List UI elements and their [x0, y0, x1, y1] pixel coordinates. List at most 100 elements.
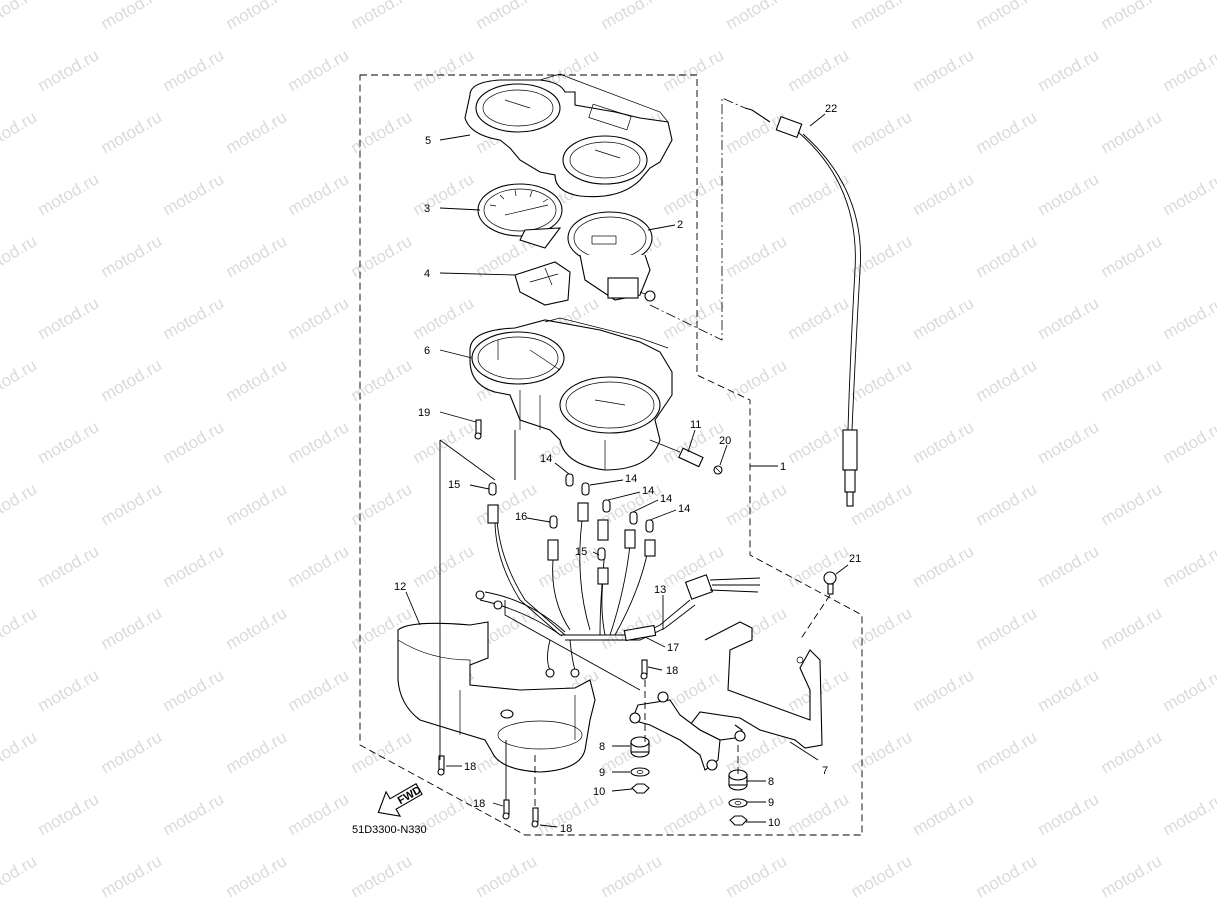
watermark-text: motod.ru: [1160, 45, 1217, 95]
watermark-text: motod.ru: [848, 231, 916, 281]
watermark-text: motod.ru: [348, 727, 416, 777]
watermark-text: motod.ru: [0, 107, 40, 157]
watermark-text: motod.ru: [0, 355, 40, 405]
callout-c4: 4: [424, 268, 430, 280]
watermark-text: motod.ru: [910, 541, 978, 591]
callout-c14d: 14: [660, 493, 672, 505]
watermark-text: motod.ru: [0, 231, 40, 281]
watermark-text: motod.ru: [160, 789, 228, 839]
watermark-text: motod.ru: [1098, 355, 1166, 405]
callout-c22: 22: [825, 103, 837, 115]
watermark-text: motod.ru: [285, 789, 353, 839]
watermark-text: motod.ru: [910, 293, 978, 343]
watermark-text: motod.ru: [98, 851, 166, 901]
watermark-text: motod.ru: [35, 169, 103, 219]
watermark-text: motod.ru: [410, 45, 478, 95]
watermark-text: motod.ru: [348, 0, 416, 33]
watermark-text: motod.ru: [1160, 417, 1217, 467]
watermark-text: motod.ru: [1098, 479, 1166, 529]
watermark-text: motod.ru: [848, 107, 916, 157]
watermark-text: motod.ru: [1035, 789, 1103, 839]
watermark-text: motod.ru: [973, 479, 1041, 529]
watermark-text: motod.ru: [160, 169, 228, 219]
watermark-text: motod.ru: [723, 355, 791, 405]
watermark-text: motod.ru: [973, 603, 1041, 653]
watermark-text: motod.ru: [1160, 293, 1217, 343]
watermark-text: motod.ru: [98, 0, 166, 33]
callout-c5: 5: [425, 135, 431, 147]
callout-c14c: 14: [642, 485, 654, 497]
watermark-text: motod.ru: [0, 727, 40, 777]
watermark-text: motod.ru: [598, 0, 666, 33]
watermark-text: motod.ru: [660, 169, 728, 219]
watermark-text: motod.ru: [223, 355, 291, 405]
callout-c16: 16: [515, 511, 527, 523]
watermark-text: motod.ru: [348, 479, 416, 529]
callout-c9b: 9: [768, 797, 774, 809]
watermark-text: motod.ru: [785, 45, 853, 95]
watermark-text: motod.ru: [785, 541, 853, 591]
watermark-text: motod.ru: [98, 479, 166, 529]
watermark-text: motod.ru: [98, 231, 166, 281]
watermark-text: motod.ru: [723, 231, 791, 281]
watermark-text: motod.ru: [35, 293, 103, 343]
callout-c8a: 8: [599, 741, 605, 753]
watermark-text: motod.ru: [723, 851, 791, 901]
callout-c6: 6: [424, 345, 430, 357]
watermark-text: motod.ru: [1035, 417, 1103, 467]
watermark-text: motod.ru: [973, 107, 1041, 157]
watermark-text: motod.ru: [410, 169, 478, 219]
watermark-text: motod.ru: [223, 851, 291, 901]
callout-c12: 12: [394, 581, 406, 593]
callout-c2: 2: [677, 219, 683, 231]
callout-c10a: 10: [593, 786, 605, 798]
watermark-text: motod.ru: [598, 851, 666, 901]
watermark-text: motod.ru: [98, 603, 166, 653]
watermark-text: motod.ru: [223, 0, 291, 33]
watermark-text: motod.ru: [348, 107, 416, 157]
watermark-text: motod.ru: [910, 417, 978, 467]
watermark-text: motod.ru: [160, 665, 228, 715]
watermark-text: motod.ru: [1035, 541, 1103, 591]
watermark-text: motod.ru: [785, 789, 853, 839]
watermark-text: motod.ru: [473, 851, 541, 901]
callout-c11: 11: [690, 419, 701, 431]
watermark-text: motod.ru: [35, 665, 103, 715]
watermark-text: motod.ru: [973, 0, 1041, 33]
watermark-text: motod.ru: [848, 0, 916, 33]
watermark-text: motod.ru: [973, 231, 1041, 281]
watermark-text: motod.ru: [285, 417, 353, 467]
callout-c18a: 18: [666, 665, 678, 677]
watermark-text: motod.ru: [223, 603, 291, 653]
watermark-text: motod.ru: [910, 665, 978, 715]
watermark-text: motod.ru: [0, 603, 40, 653]
watermark-text: motod.ru: [223, 107, 291, 157]
watermark-text: motod.ru: [973, 851, 1041, 901]
watermark-text: motod.ru: [410, 293, 478, 343]
grommet-set-right: [729, 770, 747, 825]
watermark-text: motod.ru: [473, 0, 541, 33]
callout-c17: 17: [667, 642, 679, 654]
callout-c14e: 14: [678, 503, 690, 515]
watermark-text: motod.ru: [848, 603, 916, 653]
callout-c15a: 15: [448, 479, 460, 491]
watermark-text: motod.ru: [910, 169, 978, 219]
watermark-text: motod.ru: [660, 293, 728, 343]
watermark-text: motod.ru: [848, 355, 916, 405]
watermark-text: motod.ru: [35, 417, 103, 467]
watermark-text: motod.ru: [1098, 0, 1166, 33]
fwd-label: FWD: [396, 784, 424, 807]
watermark-text: motod.ru: [0, 851, 40, 901]
watermark-text: motod.ru: [723, 107, 791, 157]
callout-c20: 20: [719, 435, 731, 447]
watermark-text: motod.ru: [1160, 541, 1217, 591]
watermark-text: motod.ru: [1035, 293, 1103, 343]
watermark-text: motod.ru: [285, 541, 353, 591]
watermark-text: motod.ru: [410, 541, 478, 591]
callout-c18c: 18: [473, 798, 485, 810]
callout-c14a: 14: [540, 453, 552, 465]
watermark-text: motod.ru: [1098, 851, 1166, 901]
watermark-text: motod.ru: [1160, 169, 1217, 219]
watermark-text: motod.ru: [848, 727, 916, 777]
